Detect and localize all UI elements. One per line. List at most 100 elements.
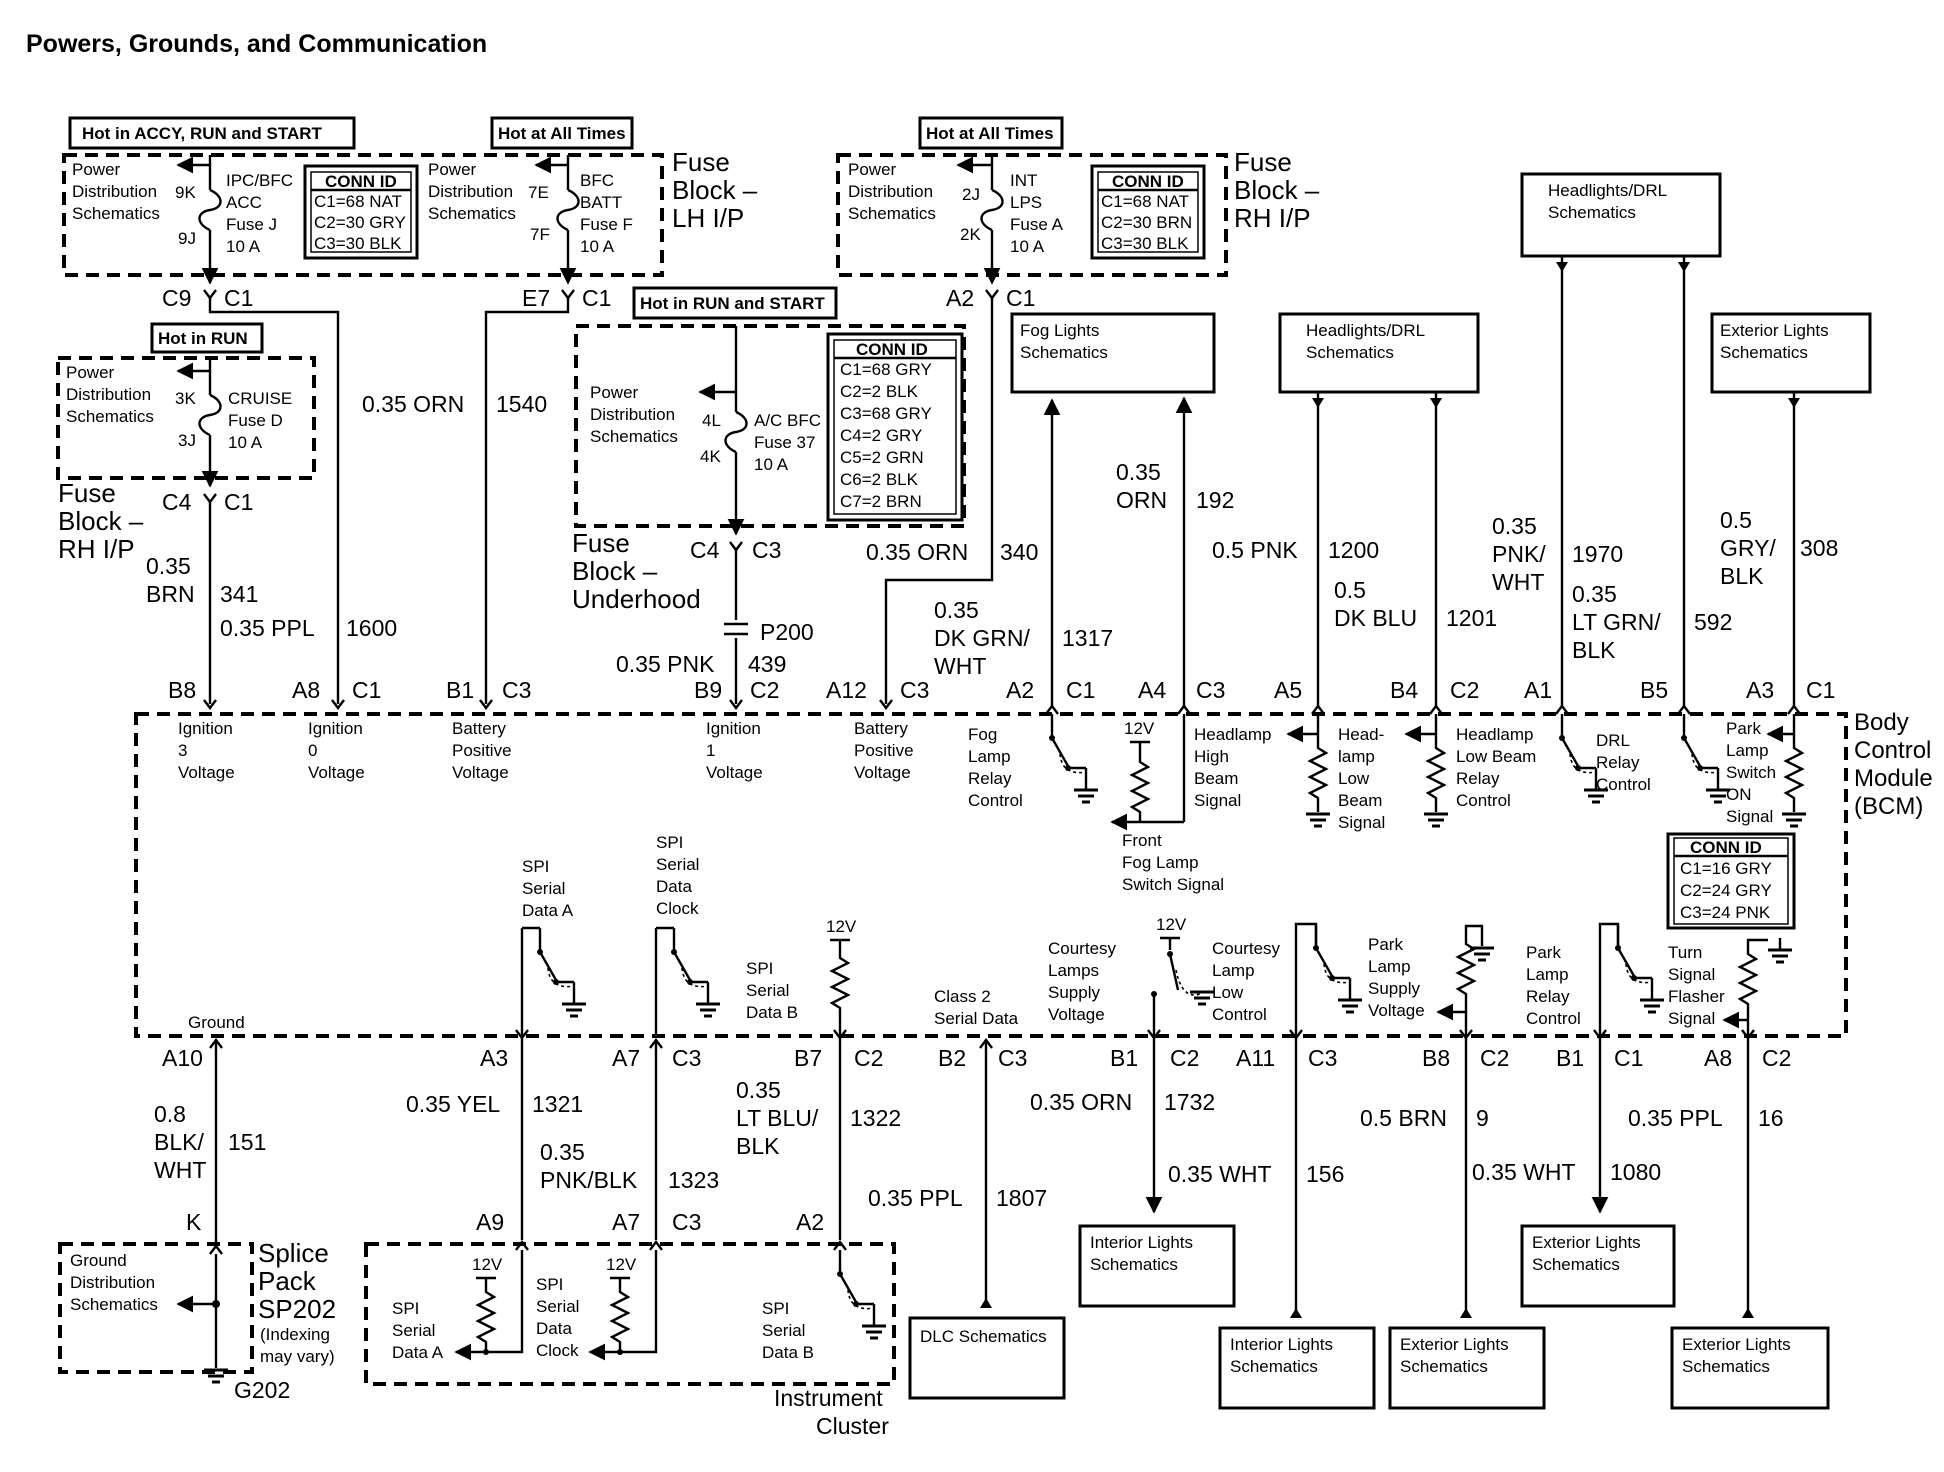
svg-text:0.8: 0.8 xyxy=(154,1101,186,1127)
svg-text:C3: C3 xyxy=(1308,1045,1337,1071)
svg-text:Control: Control xyxy=(1212,1005,1267,1024)
svg-text:1317: 1317 xyxy=(1062,625,1113,651)
svg-text:Distribution: Distribution xyxy=(72,182,157,201)
svg-text:Block –: Block – xyxy=(58,506,144,536)
svg-text:ORN: ORN xyxy=(1116,487,1167,513)
svg-text:Schematics: Schematics xyxy=(848,204,936,223)
svg-text:C2=30 BRN: C2=30 BRN xyxy=(1101,213,1192,232)
svg-text:Body: Body xyxy=(1854,709,1909,736)
svg-text:Power: Power xyxy=(848,160,897,179)
svg-text:308: 308 xyxy=(1800,535,1838,561)
svg-text:A3: A3 xyxy=(480,1045,508,1071)
ref-exterior-lights-top[interactable]: Exterior Lights Schematics xyxy=(1710,312,1872,394)
svg-text:Schematics: Schematics xyxy=(1682,1357,1770,1376)
svg-text:B7: B7 xyxy=(794,1045,822,1071)
svg-text:C3: C3 xyxy=(900,677,929,703)
svg-text:1732: 1732 xyxy=(1164,1089,1215,1115)
svg-text:Fuse 37: Fuse 37 xyxy=(754,433,815,452)
ref-headlights-drl-2[interactable]: Headlights/DRL Schematics xyxy=(1520,172,1722,258)
page-title: Powers, Grounds, and Communication xyxy=(26,30,487,58)
ref-interior-lights-1[interactable]: Interior Lights Schematics xyxy=(1078,1224,1236,1308)
ref-dlc[interactable]: DLC Schematics xyxy=(908,1316,1066,1400)
svg-text:0.35 PPL: 0.35 PPL xyxy=(220,615,315,641)
svg-text:(BCM): (BCM) xyxy=(1854,793,1923,820)
svg-text:Switch Signal: Switch Signal xyxy=(1122,875,1224,894)
svg-text:Control: Control xyxy=(968,791,1023,810)
svg-text:4L: 4L xyxy=(702,411,721,430)
svg-text:C1=16 GRY: C1=16 GRY xyxy=(1680,859,1772,878)
svg-text:0.35 WHT: 0.35 WHT xyxy=(1168,1161,1272,1187)
svg-text:BLK/: BLK/ xyxy=(154,1129,204,1155)
ref-exterior-lights-3[interactable]: Exterior Lights Schematics xyxy=(1670,1326,1830,1410)
svg-text:A3: A3 xyxy=(1746,677,1774,703)
svg-text:Voltage: Voltage xyxy=(706,763,763,782)
svg-text:Ignition: Ignition xyxy=(706,719,761,738)
ref-headlights-drl-1[interactable]: Headlights/DRL Schematics xyxy=(1278,312,1480,394)
svg-text:Relay: Relay xyxy=(1596,753,1640,772)
svg-text:B1: B1 xyxy=(1110,1045,1138,1071)
svg-text:RH I/P: RH I/P xyxy=(1234,203,1311,233)
svg-text:Courtesy: Courtesy xyxy=(1212,939,1281,958)
svg-text:Power: Power xyxy=(72,160,121,179)
ref-exterior-lights-1[interactable]: Exterior Lights Schematics xyxy=(1520,1224,1676,1308)
svg-text:0.35 ORN: 0.35 ORN xyxy=(866,539,968,565)
svg-text:2K: 2K xyxy=(960,225,981,244)
svg-text:12V: 12V xyxy=(826,917,857,936)
svg-text:Signal: Signal xyxy=(1726,807,1773,826)
svg-text:7E: 7E xyxy=(528,183,549,202)
svg-text:340: 340 xyxy=(1000,539,1038,565)
svg-text:CRUISE: CRUISE xyxy=(228,389,292,408)
svg-text:ACC: ACC xyxy=(226,193,262,212)
svg-text:Hot in RUN and START: Hot in RUN and START xyxy=(640,294,825,313)
conn-id-bcm: CONN ID C1=16 GRY C2=24 GRY C3=24 PNK xyxy=(1666,832,1796,930)
svg-text:SPI: SPI xyxy=(522,857,549,876)
svg-text:C3: C3 xyxy=(998,1045,1027,1071)
bcm-bottom-pins: A10 A3 A7 C3 B7 C2 B2 C3 B1 C2 A11 C3 B8… xyxy=(162,1045,1791,1071)
svg-text:C1: C1 xyxy=(1006,285,1035,311)
svg-text:C1: C1 xyxy=(224,285,253,311)
hot-label-all-times-rh: Hot at All Times xyxy=(918,116,1064,150)
svg-text:A4: A4 xyxy=(1138,677,1166,703)
svg-text:10 A: 10 A xyxy=(754,455,789,474)
svg-text:10 A: 10 A xyxy=(228,433,263,452)
svg-text:ON: ON xyxy=(1726,785,1752,804)
svg-text:WHT: WHT xyxy=(1492,569,1544,595)
svg-text:C1=68 NAT: C1=68 NAT xyxy=(314,192,402,211)
svg-text:Serial: Serial xyxy=(392,1321,435,1340)
ref-interior-lights-2[interactable]: Interior Lights Schematics xyxy=(1218,1326,1376,1410)
svg-text:192: 192 xyxy=(1196,487,1234,513)
svg-text:Voltage: Voltage xyxy=(1048,1005,1105,1024)
svg-text:Supply: Supply xyxy=(1048,983,1100,1002)
fuse-block-rh-ip-cruise: Power Distribution Schematics 3K 3J CRUI… xyxy=(56,356,316,564)
svg-text:B4: B4 xyxy=(1390,677,1418,703)
svg-text:A2: A2 xyxy=(1006,677,1034,703)
svg-text:Beam: Beam xyxy=(1194,769,1238,788)
svg-text:B9: B9 xyxy=(694,677,722,703)
svg-text:Data A: Data A xyxy=(522,901,574,920)
svg-text:DK GRN/: DK GRN/ xyxy=(934,625,1030,651)
body-control-module: Body Control Module (BCM) xyxy=(134,709,1933,1038)
svg-text:Relay: Relay xyxy=(968,769,1012,788)
svg-text:BLK: BLK xyxy=(1720,563,1764,589)
svg-text:Exterior Lights: Exterior Lights xyxy=(1532,1233,1641,1252)
svg-text:Pack: Pack xyxy=(258,1266,317,1296)
svg-text:(Indexing: (Indexing xyxy=(260,1325,330,1344)
svg-text:3K: 3K xyxy=(175,389,196,408)
svg-text:1200: 1200 xyxy=(1328,537,1379,563)
bcm-top-chevrons xyxy=(203,699,1801,715)
svg-text:BLK: BLK xyxy=(1572,637,1616,663)
svg-text:12V: 12V xyxy=(1156,915,1187,934)
svg-text:C3: C3 xyxy=(672,1045,701,1071)
svg-text:Splice: Splice xyxy=(258,1238,329,1268)
svg-text:Schematics: Schematics xyxy=(1532,1255,1620,1274)
svg-text:Signal: Signal xyxy=(1668,965,1715,984)
ref-fog-lights[interactable]: Fog Lights Schematics xyxy=(1010,312,1216,394)
svg-text:Relay: Relay xyxy=(1456,769,1500,788)
svg-text:C2=30 GRY: C2=30 GRY xyxy=(314,213,406,232)
svg-text:B5: B5 xyxy=(1640,677,1668,703)
svg-text:Power: Power xyxy=(66,363,115,382)
svg-text:Voltage: Voltage xyxy=(452,763,509,782)
ref-exterior-lights-2[interactable]: Exterior Lights Schematics xyxy=(1388,1326,1546,1410)
svg-text:Serial Data: Serial Data xyxy=(934,1009,1019,1028)
